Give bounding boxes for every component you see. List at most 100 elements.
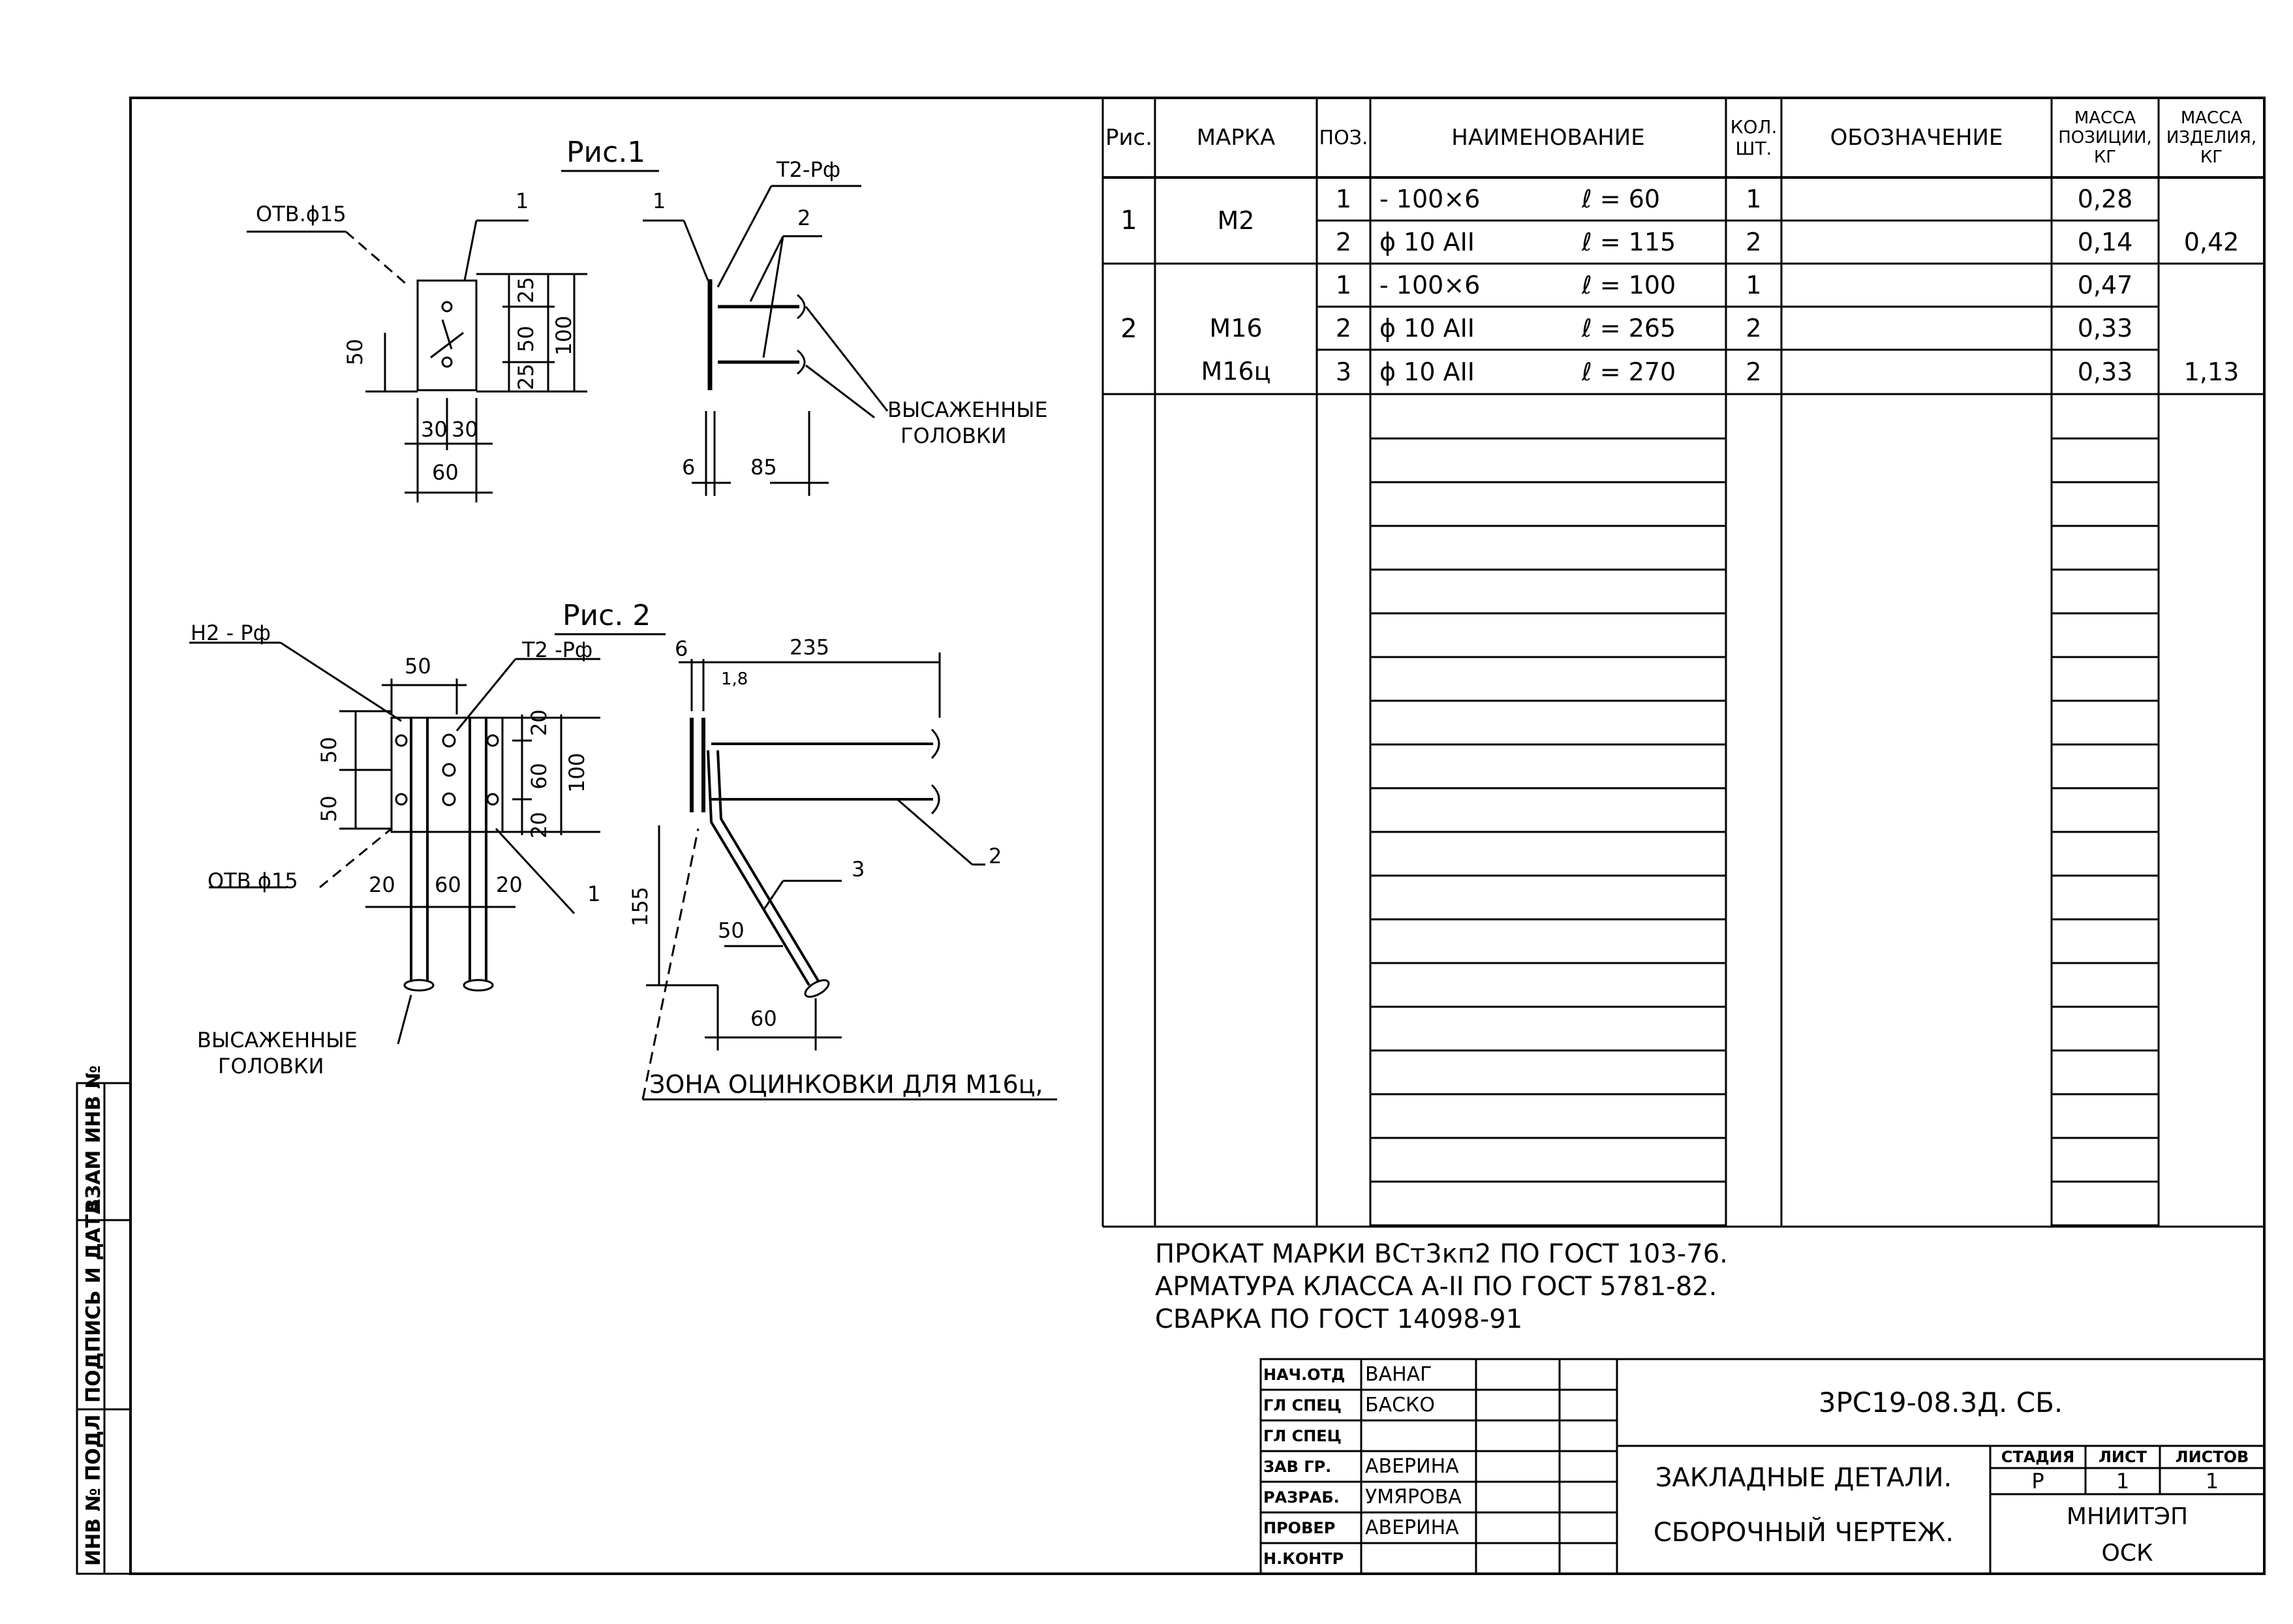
spec-row-length: ℓ = 115	[1582, 228, 1676, 256]
title-block-name: АВЕРИНА	[1365, 1455, 1459, 1478]
spec-row-qty: 1	[1746, 271, 1762, 299]
spec-row-qty: 2	[1746, 314, 1762, 343]
spec-row-name: ϕ 10 АII	[1379, 358, 1475, 386]
fig1-dim-30a: 30	[421, 417, 448, 442]
fig1-dim-6: 6	[682, 455, 696, 480]
note-line-2: АРМАТУРА КЛАССА А-II ПО ГОСТ 5781-82.	[1155, 1272, 1717, 1302]
fig2-dim-20b: 20	[527, 812, 551, 838]
title-block-role: ГЛ СПЕЦ	[1263, 1396, 1342, 1415]
spec-row-name: - 100×6	[1379, 185, 1481, 213]
fig1-dim-50: 50	[343, 339, 367, 365]
spec-row-mass: 0,47	[2077, 271, 2133, 299]
title-block-sheet-label: ЛИСТ	[2098, 1448, 2147, 1466]
title-block-stage: Р	[2031, 1469, 2044, 1494]
fig1-dim-60: 60	[432, 460, 459, 485]
spec-header-mass-item-2: ИЗДЕЛИЯ,	[2166, 128, 2257, 147]
spec-header-mass-item-1: МАССА	[2180, 108, 2243, 128]
fig2-dim-60h: 60	[435, 872, 461, 897]
fig2-dim-235: 235	[790, 635, 830, 660]
title-block-title-1: ЗАКЛАДНЫЕ ДЕТАЛИ.	[1655, 1463, 1952, 1493]
title-block-org-1: МНИИТЭП	[2066, 1503, 2189, 1530]
spec-group1-mark: М2	[1217, 206, 1255, 235]
fig2-dim-60v: 60	[527, 763, 551, 789]
title-block-name	[1361, 1543, 1476, 1574]
fig1-weld-label: Т2-Рф	[777, 157, 841, 182]
title-block-name: ВАНАГ	[1365, 1363, 1432, 1386]
spec-row-length: ℓ = 100	[1582, 271, 1676, 299]
fig2-weld-t: Т2 -Рф	[522, 637, 593, 662]
spec-group1-fig: 1	[1120, 206, 1137, 236]
fig2-dim-50a: 50	[316, 737, 341, 763]
spec-row-length: ℓ = 270	[1582, 358, 1676, 386]
fig1-pos1-front: 1	[516, 189, 529, 213]
spec-row-name: - 100×6	[1379, 271, 1481, 299]
title-block-name: УМЯРОВА	[1365, 1486, 1462, 1509]
fig1-title: Рис.1	[566, 136, 646, 169]
fig2-weld-h: Н2 - Рф	[191, 620, 271, 645]
fig1-dim-50b: 50	[514, 326, 538, 352]
spec-header-name: НАИМЕНОВАНИЕ	[1451, 125, 1645, 151]
fig1-hole-label: ОТВ.ϕ15	[256, 202, 346, 226]
fig2-pos2: 2	[989, 844, 1002, 868]
fig2-dim-6: 6	[675, 636, 688, 661]
note-line-1: ПРОКАТ МАРКИ ВСт3кп2 ПО ГОСТ 103-76.	[1155, 1239, 1728, 1269]
fig2-hole-label: ОТВ ϕ15	[208, 868, 298, 893]
spec-header-mass-item: МАССА ИЗДЕЛИЯ, КГ	[2159, 98, 2264, 177]
spec-header-mass-item-3: КГ	[2200, 147, 2223, 167]
fig2-dim-50top: 50	[405, 654, 431, 679]
title-block-role: ЗАВ ГР.	[1263, 1457, 1332, 1476]
title-block-role: РАЗРАБ.	[1263, 1488, 1340, 1507]
title-block-name	[1361, 1420, 1476, 1451]
title-block-role: ПРОВЕР	[1263, 1518, 1336, 1537]
fig1-dim-25a: 25	[514, 277, 538, 303]
title-block-stage-label: СТАДИЯ	[2001, 1448, 2075, 1466]
fig1-heads-2: ГОЛОВКИ	[900, 423, 1007, 448]
spec-row-pos: 2	[1335, 228, 1352, 256]
spec-row-length: ℓ = 60	[1582, 185, 1661, 213]
spec-group1-total: 0,42	[2183, 228, 2239, 256]
fig2-heads-1: ВЫСАЖЕННЫЕ	[197, 1028, 358, 1052]
spec-row-mass: 0,28	[2077, 185, 2133, 213]
spec-header-qty: КОЛ. ШТ.	[1726, 98, 1781, 177]
spec-row-name: ϕ 10 АII	[1379, 314, 1475, 343]
spec-row-pos: 1	[1335, 185, 1352, 213]
fig2-dim-100: 100	[564, 752, 589, 793]
spec-header-mass-pos-3: КГ	[2093, 147, 2117, 167]
fig2-dim-50b: 50	[316, 795, 341, 822]
fig2-dim-1-8: 1,8	[721, 669, 748, 689]
note-line-3: СВАРКА ПО ГОСТ 14098-91	[1155, 1304, 1523, 1334]
spec-row-pos: 2	[1335, 314, 1352, 343]
spec-header-fig: Рис.	[1105, 125, 1153, 151]
title-block-name: АВЕРИНА	[1365, 1516, 1459, 1539]
fig2-dim-20d: 20	[496, 872, 523, 897]
fig2-pos1: 1	[587, 881, 601, 906]
side-stamp-inv-orig: ИНВ № ПОДЛ	[82, 1414, 105, 1566]
fig1-dim-30b: 30	[452, 417, 478, 442]
fig2-dim-20a: 20	[527, 709, 551, 736]
spec-row-pos: 3	[1335, 358, 1352, 386]
fig1-dim-25b: 25	[514, 363, 538, 390]
title-block-org-2: ОСК	[2101, 1539, 2153, 1567]
spec-row-mass: 0,14	[2077, 228, 2133, 256]
fig1-heads-1: ВЫСАЖЕННЫЕ	[887, 397, 1048, 422]
spec-row-qty: 2	[1746, 358, 1762, 386]
fig1-dim-85: 85	[750, 455, 777, 480]
spec-row-length: ℓ = 265	[1582, 314, 1676, 343]
fig2-dim-50diag: 50	[718, 918, 745, 943]
spec-row-name: ϕ 10 АII	[1379, 228, 1475, 256]
title-block-role: ГЛ СПЕЦ	[1263, 1426, 1342, 1445]
spec-group2-mark-1: М16	[1209, 314, 1263, 343]
title-block-title-2: СБОРОЧНЫЙ ЧЕРТЕЖ.	[1653, 1518, 1954, 1548]
fig2-dim-60bot: 60	[750, 1006, 777, 1031]
spec-header-designation: ОБОЗНАЧЕНИЕ	[1830, 125, 2003, 151]
spec-header-mass-pos-2: ПОЗИЦИИ,	[2058, 128, 2152, 147]
fig2-zone-label: ЗОНА ОЦИНКОВКИ ДЛЯ М16ц,	[649, 1070, 1043, 1099]
spec-header-mass-pos-1: МАССА	[2074, 108, 2136, 128]
spec-header-mass-pos: МАССА ПОЗИЦИИ, КГ	[2052, 98, 2159, 177]
fig1-dim-100: 100	[551, 315, 576, 356]
fig2-dim-155: 155	[628, 886, 653, 927]
fig1-pos2: 2	[797, 206, 811, 230]
fig2-title: Рис. 2	[562, 599, 651, 632]
title-block-sheet: 1	[2116, 1469, 2130, 1494]
spec-row-qty: 2	[1746, 228, 1762, 256]
